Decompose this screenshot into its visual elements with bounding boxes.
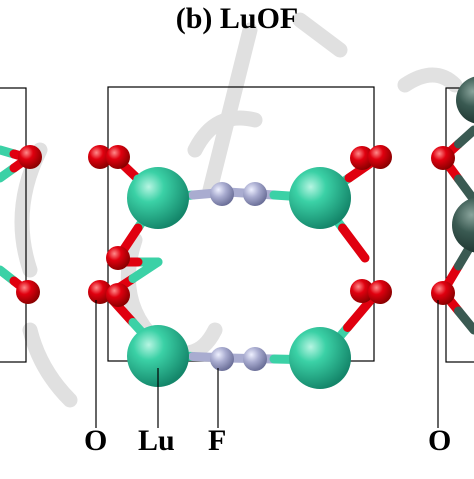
oxygen-atom bbox=[368, 280, 392, 304]
label-o-right: O bbox=[428, 424, 451, 458]
label-f: F bbox=[208, 424, 226, 458]
lutetium-atom bbox=[289, 167, 351, 229]
fluorine-atom bbox=[243, 182, 267, 206]
label-lu: Lu bbox=[138, 424, 175, 458]
panel-title: (b) LuOF bbox=[0, 2, 474, 36]
oxygen-atom bbox=[106, 283, 130, 307]
watermark bbox=[22, 20, 455, 400]
oxygen-atom bbox=[431, 146, 455, 170]
edge-bond-segment bbox=[459, 130, 474, 144]
lu-o-bond-segment bbox=[343, 228, 366, 258]
oxygen-atom bbox=[106, 145, 130, 169]
oxygen-atom bbox=[106, 246, 130, 270]
bonds bbox=[0, 130, 474, 360]
fluorine-atom bbox=[210, 347, 234, 371]
oxygen-atom bbox=[368, 145, 392, 169]
fluorine-atom bbox=[210, 182, 234, 206]
unit-cell-outlines bbox=[0, 87, 474, 362]
oxygen-atom bbox=[431, 281, 455, 305]
label-o: O bbox=[84, 424, 107, 458]
lutetium-atom bbox=[289, 327, 351, 389]
oxygen-atom bbox=[18, 145, 42, 169]
dark-atom bbox=[452, 197, 474, 253]
lutetium-atom bbox=[127, 167, 189, 229]
edge-bond-segment bbox=[459, 179, 474, 200]
oxygen-atom bbox=[16, 280, 40, 304]
fluorine-atom bbox=[243, 347, 267, 371]
edge-bond-segment bbox=[459, 311, 474, 330]
